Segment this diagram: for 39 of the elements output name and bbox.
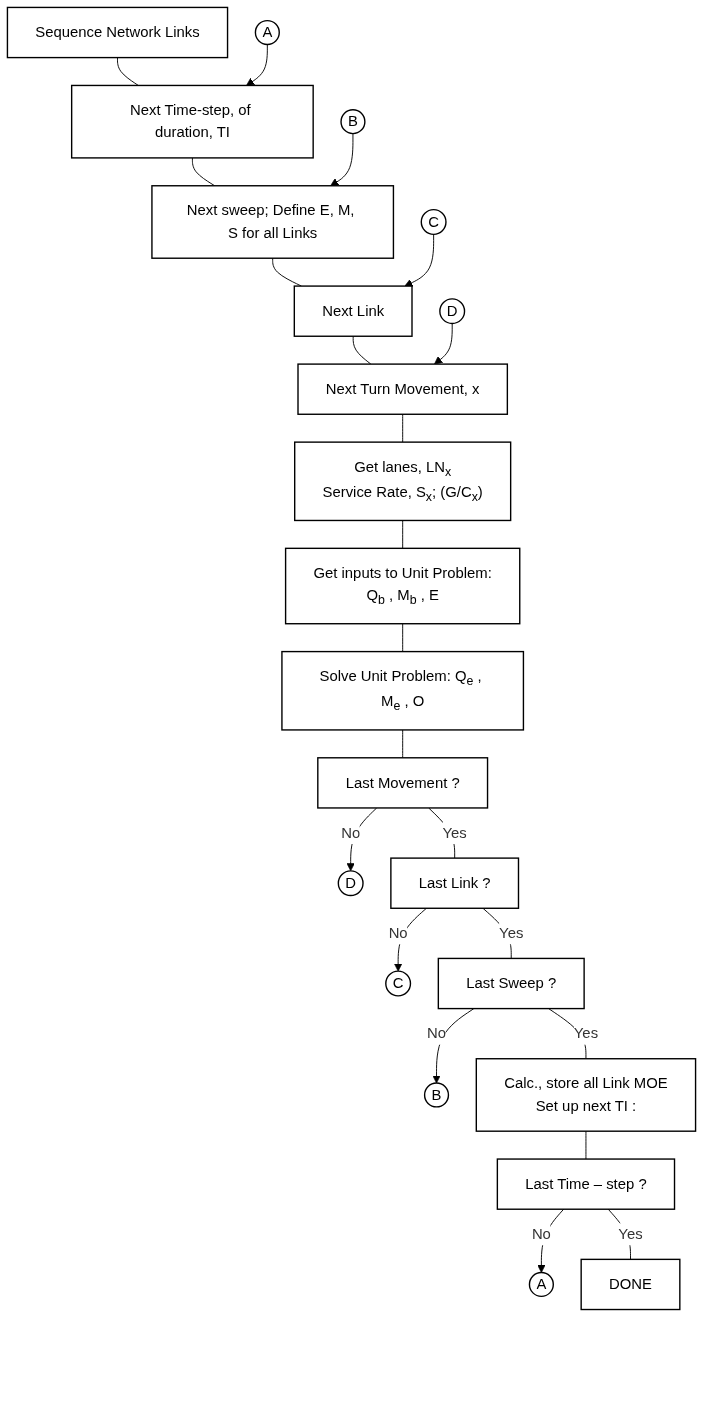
node-circle: C — [385, 970, 412, 997]
node-circle: B — [423, 1082, 450, 1108]
node-circle: D — [337, 870, 364, 897]
edge-label: No — [531, 1225, 551, 1242]
node-box: Get lanes, LN$_{x}$ Service Rate, S$_{x}$; (G/C$_{x}$) — [294, 441, 512, 522]
connector — [402, 520, 404, 549]
edge-label: Yes — [499, 924, 524, 941]
edge-label: No — [388, 924, 408, 941]
connector — [191, 157, 216, 187]
connector — [402, 623, 404, 653]
edge-label: Yes — [573, 1025, 599, 1042]
node-box: Sequence Network Links — [6, 6, 229, 59]
edge-label: No — [341, 824, 361, 841]
node-circle: B — [340, 109, 366, 135]
node-box: DONE — [580, 1258, 681, 1311]
node-box: Solve Unit Problem: Q$_{e}$ , M$_{e}$ , O — [281, 650, 525, 731]
node-circle: C — [420, 208, 447, 236]
node-box: Last Time – step ? — [496, 1158, 676, 1210]
connector — [117, 57, 139, 86]
connector — [402, 413, 404, 443]
connector — [352, 335, 372, 365]
node-box: Next Time-step, of duration, TI — [70, 84, 314, 159]
connector — [585, 1130, 587, 1160]
node-box: Next Link — [293, 285, 413, 337]
node-box: Calc., store all Link MOE Set up next TI : — [475, 1058, 697, 1132]
node-box: Get inputs to Unit Problem: Q$_{b}$ , M$_{b}$ , E — [284, 547, 521, 625]
connector — [272, 257, 302, 287]
node-box: Next sweep; Define E, M, S for all Links — [151, 185, 395, 259]
node-circle: D — [439, 298, 466, 325]
connector — [402, 729, 404, 759]
edge-label: No — [427, 1025, 447, 1042]
node-box: Last Movement ? — [317, 757, 489, 809]
node-box: Last Sweep ? — [437, 957, 585, 1010]
node-box: Last Link ? — [390, 857, 520, 909]
edge-label: Yes — [442, 824, 467, 841]
node-circle: A — [528, 1271, 554, 1298]
node-box: Next Turn Movement, x — [297, 363, 509, 415]
node-circle: A — [254, 19, 280, 46]
edge-label: Yes — [618, 1225, 643, 1242]
